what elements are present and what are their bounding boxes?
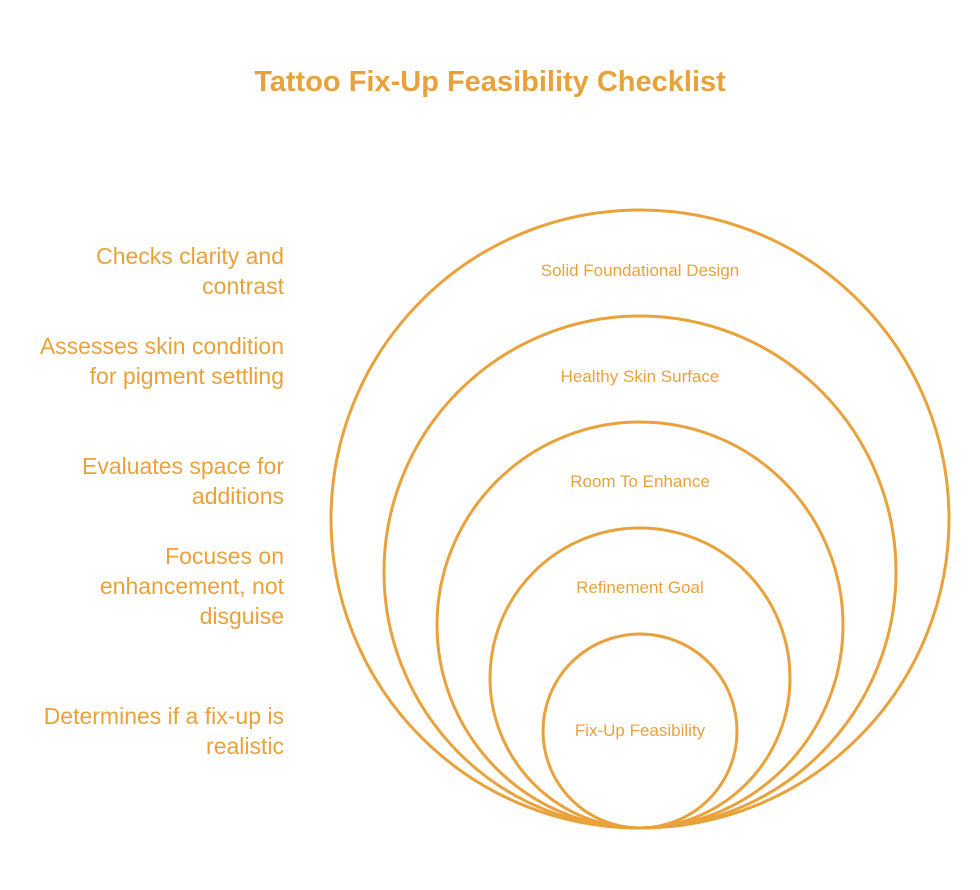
ring-label-fix-up-feasibility: Fix-Up Feasibility [575,721,706,740]
ring-label-solid-foundational-design: Solid Foundational Design [541,261,739,280]
description-fix-up-feasibility: Determines if a fix-up is realistic [43,703,284,759]
ring-fix-up-feasibility [541,632,739,830]
ring-refinement-goal [488,526,792,830]
description-room-to-enhance: Evaluates space for additions [81,453,284,509]
page-title: Tattoo Fix-Up Feasibility Checklist [254,66,726,98]
ring-healthy-skin-surface [382,314,898,830]
ring-label-refinement-goal: Refinement Goal [576,578,704,597]
description-healthy-skin-surface: Assesses skin condition for pigment sett… [39,333,284,389]
ring-label-healthy-skin-surface: Healthy Skin Surface [561,367,720,386]
description-refinement-goal: Focuses on enhancement, not disguise [99,543,284,629]
description-solid-foundational-design: Checks clarity and contrast [96,243,284,299]
ring-label-room-to-enhance: Room To Enhance [570,472,710,491]
